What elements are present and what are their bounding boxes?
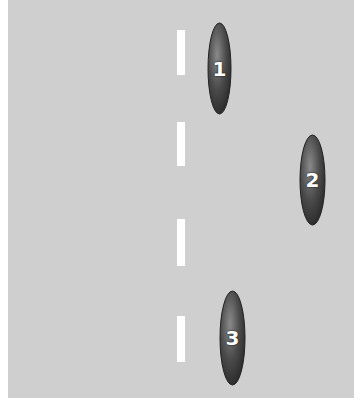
lane-dash <box>177 316 185 362</box>
callout-number: 1 <box>207 22 232 115</box>
car-body <box>300 135 325 225</box>
lane-dash <box>177 30 185 75</box>
car-marker: 3 <box>219 290 246 386</box>
car-body <box>208 23 231 114</box>
lane-dash <box>177 122 185 166</box>
car-marker: 2 <box>299 134 326 226</box>
callout-number: 3 <box>219 290 246 386</box>
lane-dash <box>177 219 185 266</box>
car-marker: 1 <box>207 22 232 115</box>
car-body <box>220 291 245 385</box>
road-surface <box>8 0 354 398</box>
callout-number: 2 <box>299 134 326 226</box>
